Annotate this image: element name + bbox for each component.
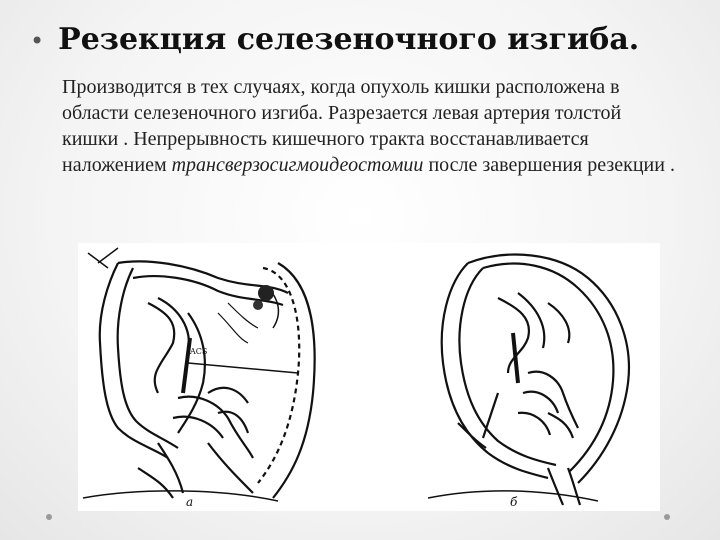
body-text-part1: Производится в тех случаях, когда опухол… bbox=[62, 76, 622, 176]
colon-resection-drawing bbox=[82, 247, 630, 506]
decor-dot-left bbox=[46, 514, 52, 520]
body-text-italic-term: трансверзосигмоидеостомии bbox=[171, 154, 424, 176]
bullet-marker: • bbox=[30, 27, 45, 55]
title-row: • Резекция селезеночного изгиба. bbox=[30, 22, 700, 57]
figure-label-a: а bbox=[186, 495, 194, 509]
body-paragraph: Производится в тех случаях, когда опухол… bbox=[62, 74, 682, 178]
body-text-part2: после завершения резекции . bbox=[423, 154, 675, 176]
decor-dot-right bbox=[664, 514, 670, 520]
anatomy-illustration: а б ACS bbox=[78, 243, 660, 511]
figure-annotation-acs: ACS bbox=[190, 347, 208, 356]
figure-label-b: б bbox=[510, 495, 518, 509]
slide-title: Резекция селезеночного изгиба. bbox=[58, 22, 640, 57]
